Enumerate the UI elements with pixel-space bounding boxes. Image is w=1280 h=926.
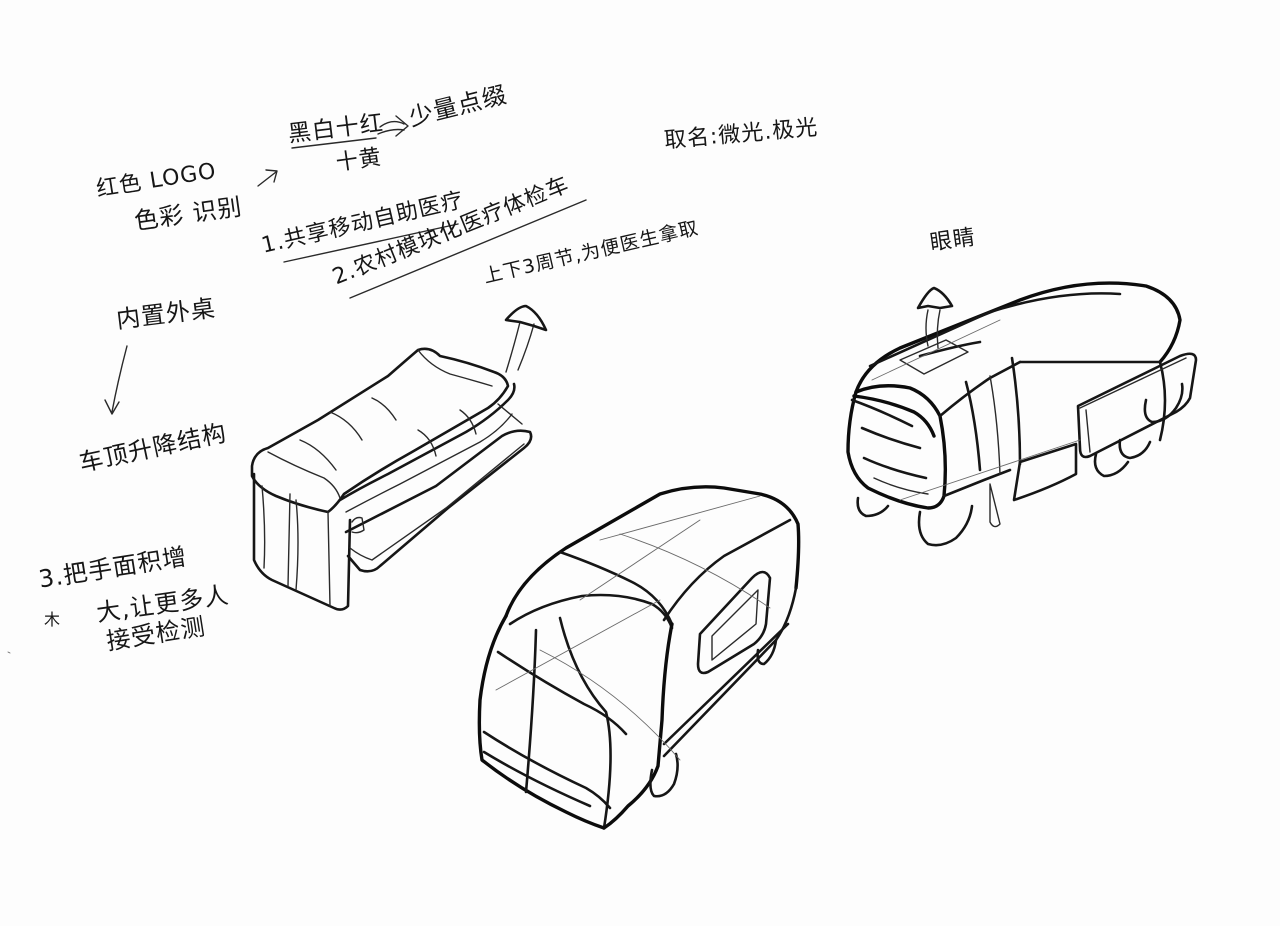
note-margin-mark: 木	[44, 610, 62, 629]
truck-sketch	[846, 281, 1198, 547]
margin-dot	[7, 651, 11, 654]
seat-module-sketch	[250, 304, 548, 611]
arrow-to-color-scheme	[257, 169, 278, 187]
arrow-down-to-roof	[104, 345, 128, 415]
underline-color-scheme	[291, 137, 377, 149]
van-sketch	[477, 485, 801, 830]
underline-point2	[349, 199, 587, 299]
arrow-to-accent	[377, 115, 409, 137]
underline-point1	[283, 223, 459, 263]
